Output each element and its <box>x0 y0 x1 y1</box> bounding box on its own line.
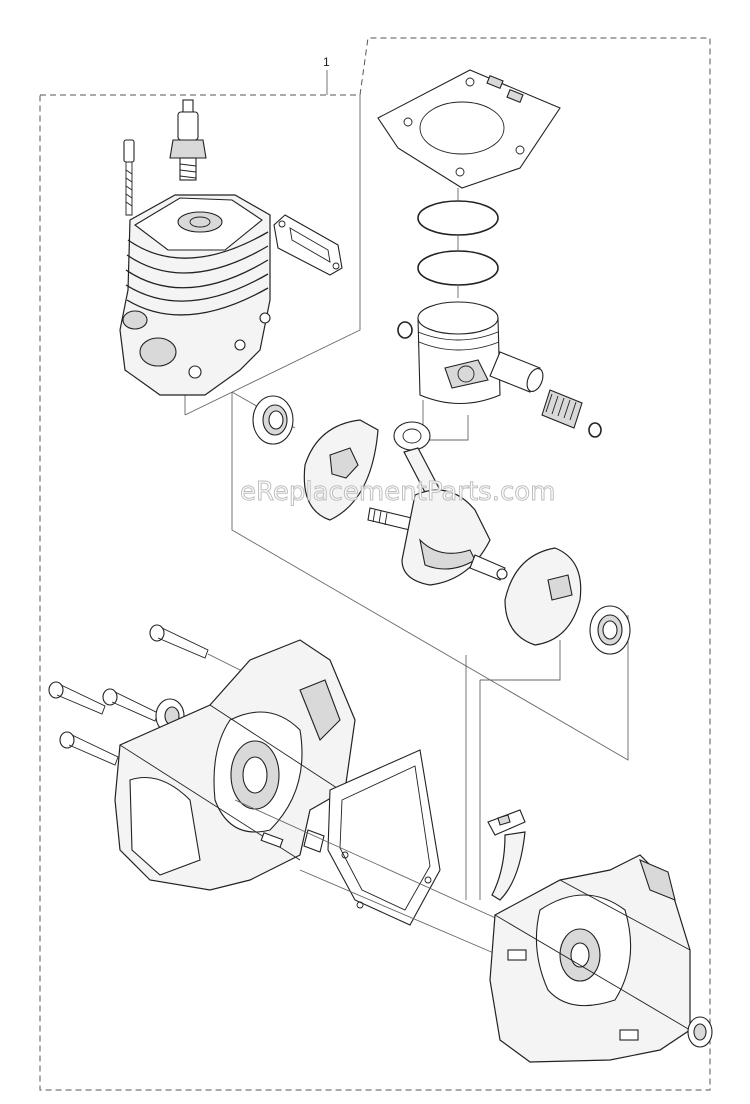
oil-seal-right <box>687 1016 713 1048</box>
crankcase-left <box>114 639 356 891</box>
needle-bearing <box>541 389 583 429</box>
main-bearing-right <box>589 605 631 655</box>
cylinder-gasket <box>377 69 561 189</box>
cylinder-bolt <box>123 139 135 216</box>
chain-guide <box>487 809 526 901</box>
crankcase-right <box>489 854 691 1063</box>
spark-plug <box>169 99 207 181</box>
crankcase-bolts <box>48 624 281 766</box>
piston-circlip-left <box>397 321 413 339</box>
exhaust-gasket <box>273 214 343 276</box>
piston-circlip-right <box>588 422 602 438</box>
piston <box>417 301 501 405</box>
main-bearing-left <box>252 395 294 445</box>
crankcase-leader-lines <box>234 640 561 961</box>
crankshaft <box>367 489 508 586</box>
watermark-text: eReplacementParts.com <box>240 477 556 507</box>
crank-disc-left <box>303 419 379 521</box>
crankcase-bolt-2 <box>48 681 106 715</box>
crank-disc-right <box>504 547 582 646</box>
piston-pin <box>489 351 544 393</box>
callout-1-label: 1 <box>323 55 330 69</box>
crankcase-bolt-3 <box>102 688 159 722</box>
crankcase-bolt-4 <box>59 731 119 766</box>
cylinder <box>119 99 271 396</box>
